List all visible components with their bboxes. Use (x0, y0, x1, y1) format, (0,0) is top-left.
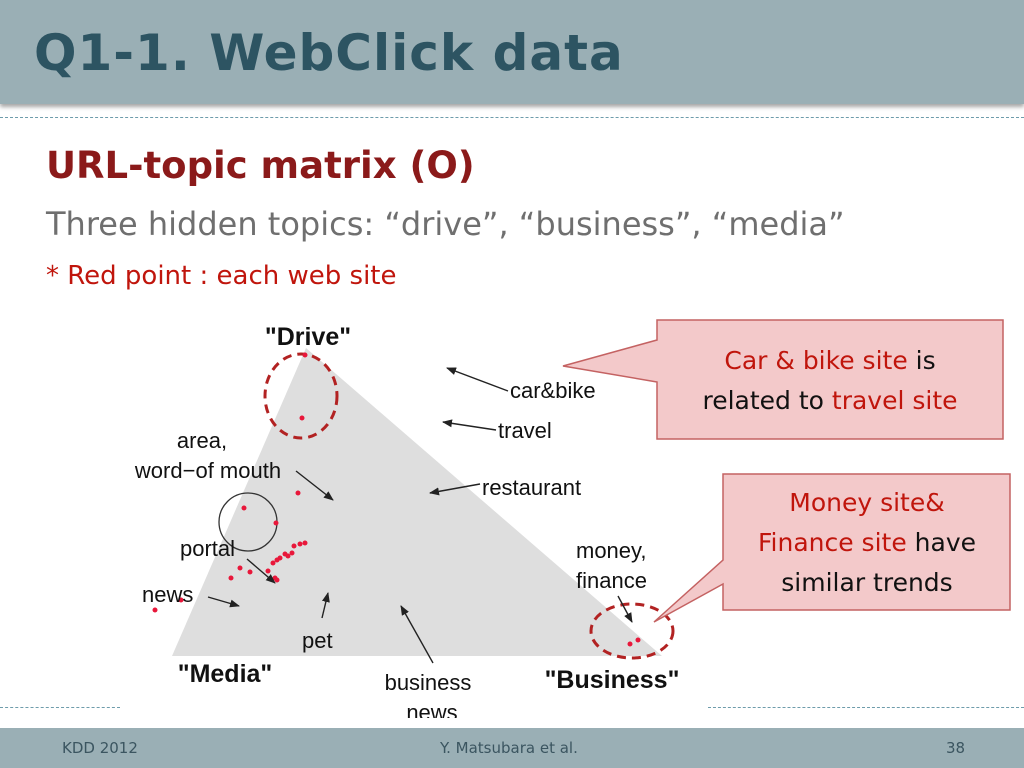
label-portal: portal (180, 536, 235, 561)
callout-carbike-phrase: Car & bike site (724, 346, 908, 375)
label-business-news-1: business (385, 670, 472, 695)
label-area-1: area, (177, 428, 227, 453)
label-carbike: car&bike (510, 378, 596, 403)
vertex-business-label: "Business" (545, 666, 680, 694)
drive-cluster-dashed-circle (263, 352, 339, 440)
footer-divider-left (0, 707, 120, 708)
header-bar: Q1-1. WebClick data (0, 0, 1024, 104)
footer-divider-right (708, 707, 1024, 708)
topic-triangle (172, 348, 662, 656)
label-pet: pet (302, 628, 333, 653)
label-travel: travel (498, 418, 552, 443)
callout-have: have (906, 528, 977, 557)
footer-page-number: 38 (946, 739, 966, 757)
callout-money-phrase: Money site& (789, 488, 945, 517)
slide-subtitle: URL-topic matrix (O) (46, 144, 475, 187)
site-points (152, 352, 641, 647)
label-area-2: word−of mouth (134, 458, 281, 483)
callout-money-text: Money site& Finance site have similar tr… (726, 483, 1008, 603)
slide-title: Q1-1. WebClick data (34, 24, 624, 82)
topics-text: Three hidden topics: “drive”, “business”… (46, 205, 845, 243)
topic-simplex-diagram: "Drive" "Media" "Business" car&bike trav… (134, 323, 680, 718)
header-divider (0, 117, 1024, 118)
annotation-arrows (207, 367, 633, 664)
label-restaurant: restaurant (482, 475, 581, 500)
callout-similar-trends: similar trends (781, 568, 953, 597)
footer-bar (0, 728, 1024, 768)
vertex-media-label: "Media" (178, 660, 273, 688)
footer-authors: Y. Matsubara et al. (440, 739, 578, 757)
label-news: news (142, 582, 193, 607)
red-point-note: * Red point : each web site (46, 261, 397, 291)
business-cluster-dashed-circle (589, 602, 675, 660)
callout-carbike-text: Car & bike site is related to travel sit… (660, 341, 1000, 421)
callout-carbike-shape (562, 319, 1004, 440)
callout-travel-phrase: travel site (831, 386, 958, 415)
vertex-drive-label: "Drive" (265, 323, 351, 351)
footer-conference: KDD 2012 (62, 739, 138, 757)
label-money-1: money, (576, 538, 647, 563)
callout-carbike-is: is (907, 346, 936, 375)
label-money-2: finance (576, 568, 647, 593)
callout-related-to: related to (702, 386, 832, 415)
callout-money-shape (653, 473, 1011, 623)
callout-finance-phrase: Finance site (757, 528, 907, 557)
label-business-news-2: news (406, 700, 457, 718)
